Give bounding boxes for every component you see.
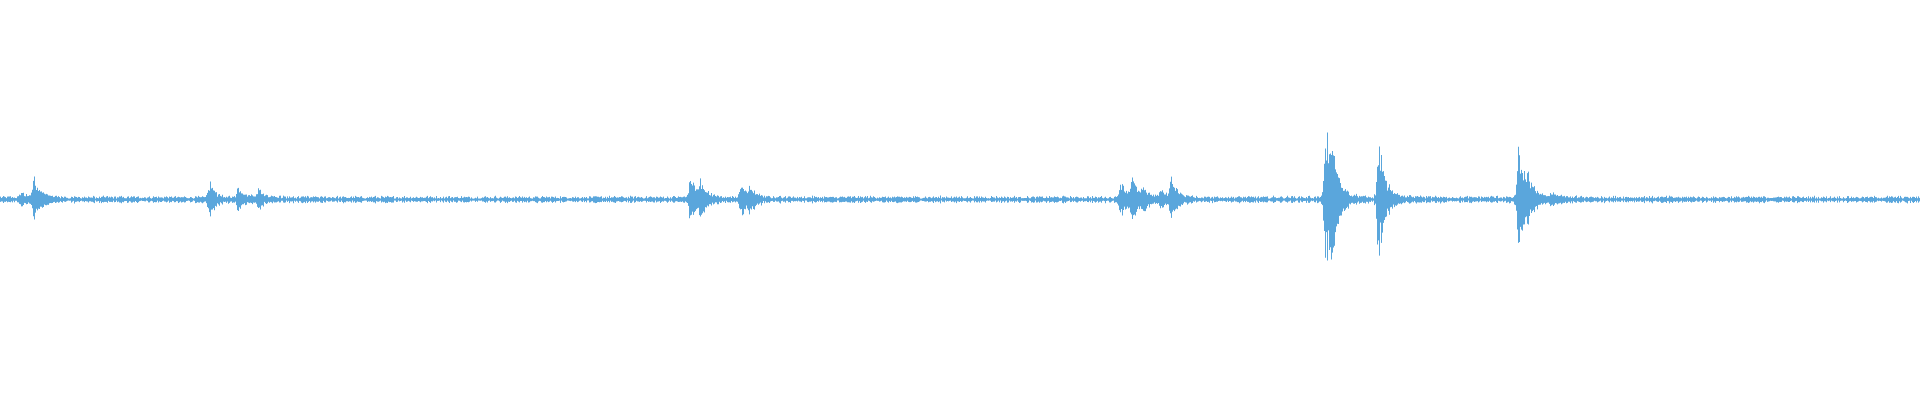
- waveform-channel: [0, 132, 1920, 261]
- waveform-peaks: [0, 132, 1920, 261]
